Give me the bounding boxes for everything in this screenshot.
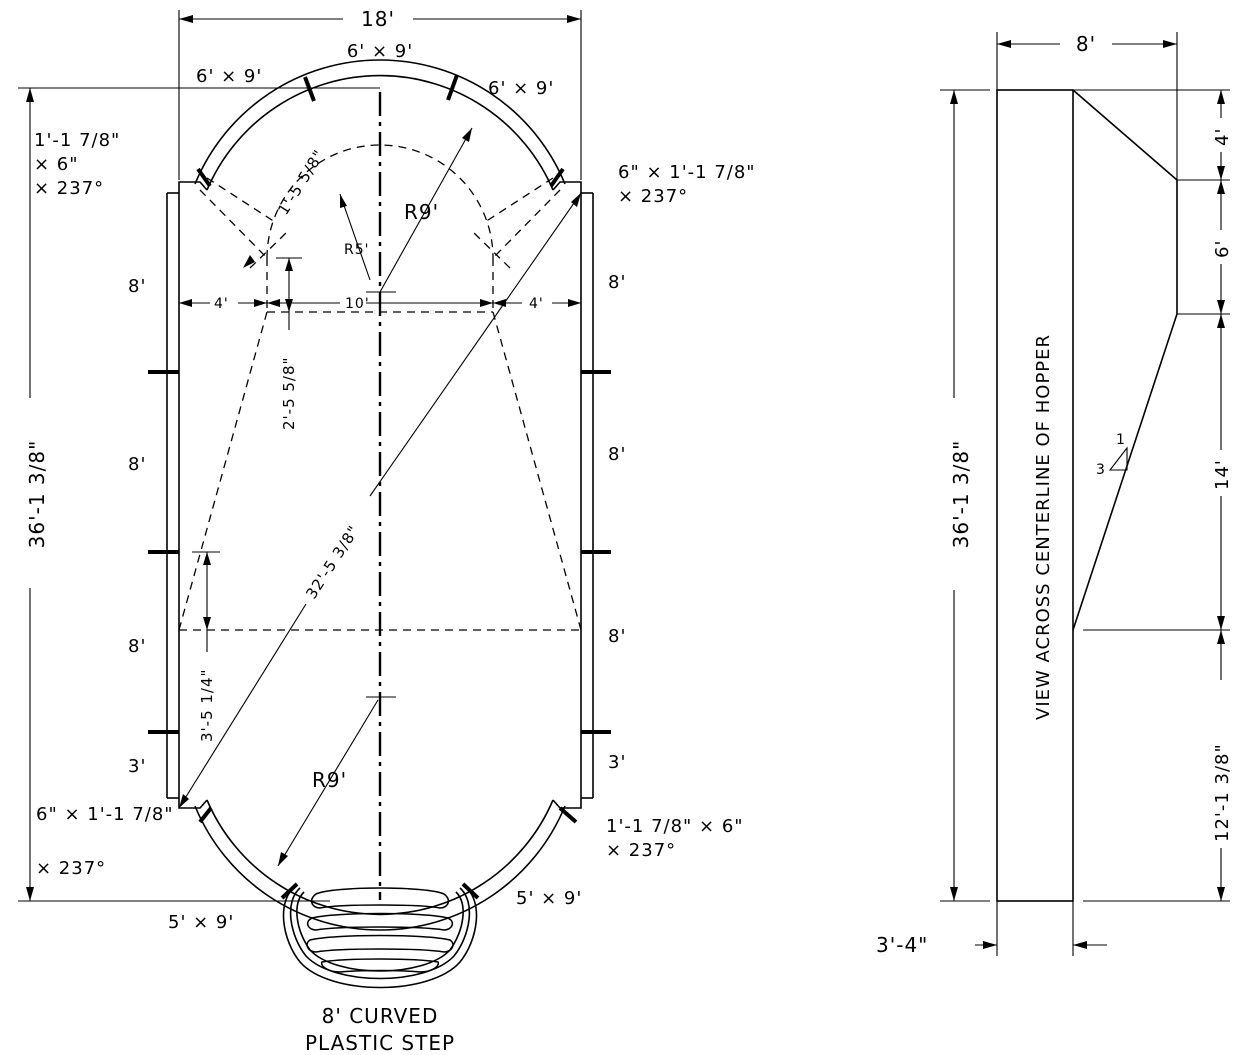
corner-bottom-right-line2: × 237° bbox=[606, 840, 676, 861]
curved-plastic-step bbox=[282, 885, 478, 989]
right-offset-label: 4' bbox=[529, 296, 544, 312]
hopper-section-view: 8' 36'-1 3/8" VIEW ACROSS CENTERLINE OF … bbox=[876, 32, 1233, 957]
hopper-depth-dimension: 2'-5 5/8" bbox=[276, 257, 302, 430]
segment-1-label: 4' bbox=[1212, 128, 1233, 146]
section-length-label: 36'-1 3/8" bbox=[949, 440, 973, 549]
wall-thickness-label: 3'-4" bbox=[876, 933, 928, 957]
left-offset-label: 4' bbox=[214, 296, 229, 312]
slope-rise-label: 1 bbox=[1116, 432, 1126, 448]
slope-indicator: 1 3 bbox=[1096, 432, 1128, 478]
corner-bottom-left-line1: 6" × 1'-1 7/8" bbox=[36, 804, 174, 825]
corner-bottom-right-line1: 1'-1 7/8" × 6" bbox=[606, 816, 744, 837]
panel-top-center-label: 6' × 9' bbox=[347, 41, 413, 62]
right-wall-3-label: 8' bbox=[608, 626, 626, 647]
section-width-dimension: 8' bbox=[996, 32, 1178, 180]
radius-top-label: R9' bbox=[404, 200, 439, 224]
right-wall-4-label: 3' bbox=[608, 752, 626, 773]
radius-top: R9' bbox=[379, 127, 473, 293]
corner-top-left-line3: × 237° bbox=[34, 178, 104, 199]
overall-length-label: 36'-1 3/8" bbox=[25, 440, 49, 549]
left-wall-3-label: 8' bbox=[128, 636, 146, 657]
diagonal-label: 32'-5 3/8" bbox=[302, 522, 363, 602]
radius-hopper-label: R5' bbox=[344, 242, 369, 258]
panel-bottom-left-label: 5' × 9' bbox=[168, 912, 234, 933]
corner-top-left-line1: 1'-1 7/8" bbox=[34, 130, 120, 151]
hopper-width-label: 10' bbox=[345, 296, 370, 312]
radius-bottom-label: R9' bbox=[312, 768, 347, 792]
hopper-width-dimension: 4' 10' 4' bbox=[179, 296, 581, 312]
breakpoint-offset-dimension: 3'-5 1/4" bbox=[192, 551, 220, 742]
hopper-depth-label: 2'-5 5/8" bbox=[280, 357, 298, 430]
hopper-offset-dimension: 1'-5 5/8" bbox=[243, 146, 328, 268]
section-width-label: 8' bbox=[1076, 32, 1096, 56]
pool-plan-view: 18' 6' × 9' 6' × 9' 6' × 9' 1'-1 7/8" × … bbox=[18, 7, 756, 1055]
panel-top-left-label: 6' × 9' bbox=[196, 66, 262, 87]
breakpoint-offset-label: 3'-5 1/4" bbox=[198, 669, 216, 742]
corner-top-right-line1: 6" × 1'-1 7/8" bbox=[618, 162, 756, 183]
wall-thickness-dimension: 3'-4" bbox=[876, 901, 1107, 957]
overall-width-dimension: 18' bbox=[178, 7, 582, 180]
corner-top-left-line2: × 6" bbox=[34, 154, 79, 175]
segment-2-label: 6' bbox=[1212, 240, 1233, 258]
overall-length-dimension: 36'-1 3/8" bbox=[18, 87, 380, 902]
left-wall-2-label: 8' bbox=[128, 454, 146, 475]
corner-top-right-line2: × 237° bbox=[618, 186, 688, 207]
slope-run-label: 3 bbox=[1096, 462, 1106, 478]
radius-hopper: R5' bbox=[339, 193, 371, 281]
corner-bottom-left-line2: × 237° bbox=[36, 858, 106, 879]
left-wall-4-label: 3' bbox=[128, 756, 146, 777]
step-label-line1: 8' CURVED bbox=[322, 1004, 439, 1028]
hopper-offset-label: 1'-5 5/8" bbox=[274, 146, 328, 218]
segment-3-label: 14' bbox=[1212, 459, 1233, 490]
left-wall-1-label: 8' bbox=[128, 276, 146, 297]
section-segment-dimensions: 4' 6' 14' 12'-1 3/8" bbox=[1073, 89, 1233, 902]
panel-top-right-label: 6' × 9' bbox=[488, 78, 554, 99]
section-length-dimension: 36'-1 3/8" bbox=[940, 89, 990, 902]
panel-bottom-right-label: 5' × 9' bbox=[516, 888, 582, 909]
radius-bottom: R9' bbox=[277, 699, 379, 867]
pool-outline bbox=[166, 59, 594, 931]
step-label-line2: PLASTIC STEP bbox=[305, 1031, 455, 1055]
right-wall-1-label: 8' bbox=[608, 272, 626, 293]
overall-width-label: 18' bbox=[361, 7, 395, 31]
segment-4-label: 12'-1 3/8" bbox=[1212, 743, 1233, 842]
section-view-label: VIEW ACROSS CENTERLINE OF HOPPER bbox=[1033, 334, 1054, 720]
section-body bbox=[996, 89, 1230, 902]
right-wall-2-label: 8' bbox=[608, 444, 626, 465]
